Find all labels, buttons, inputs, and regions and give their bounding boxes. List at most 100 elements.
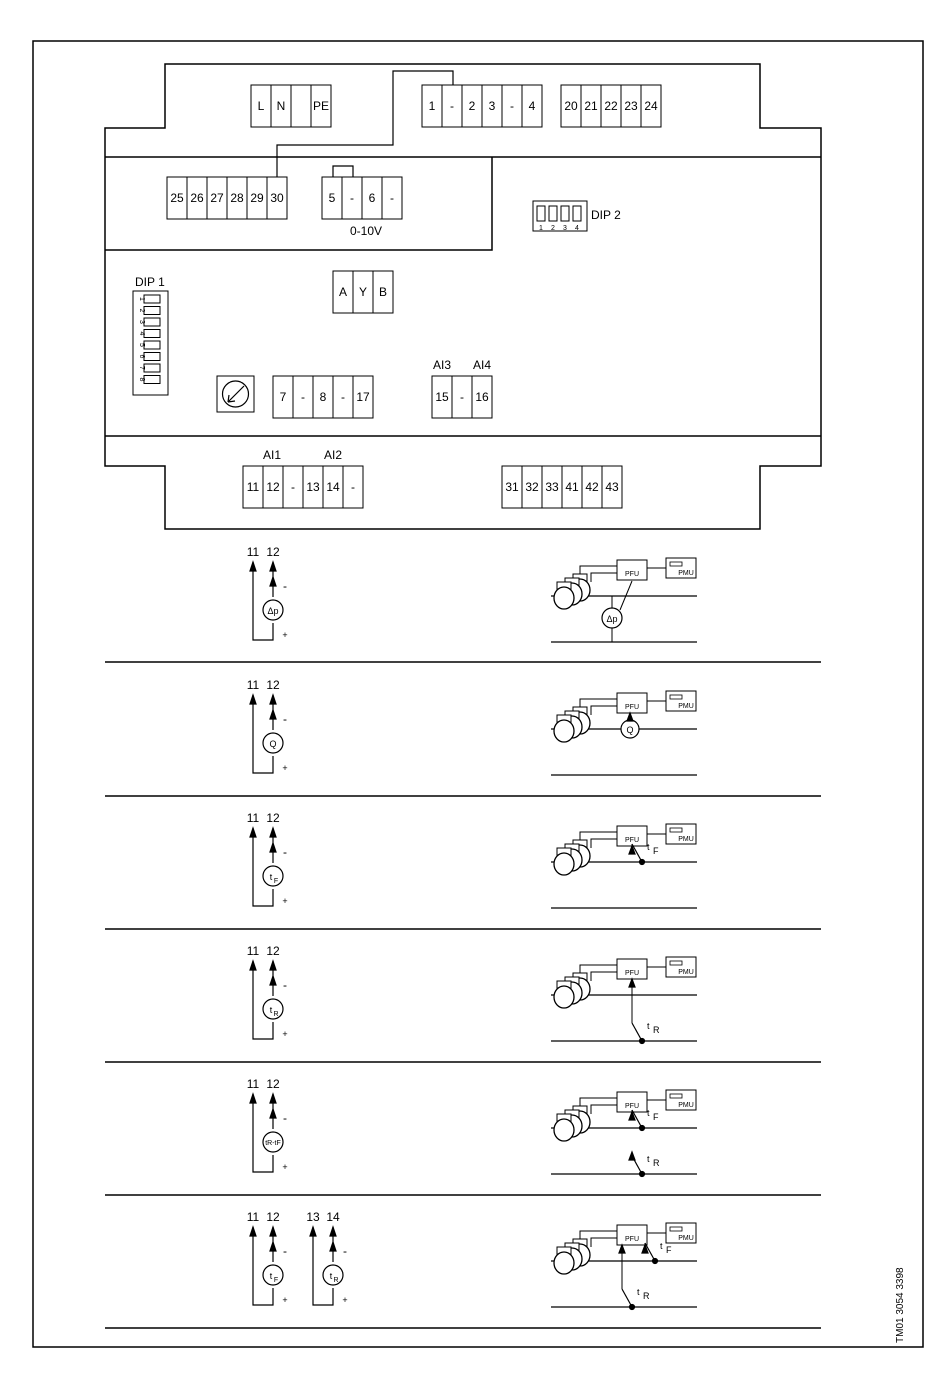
terminal-terminals-7-17-1: - <box>301 390 305 404</box>
label-0-10v: 0-10V <box>350 224 382 238</box>
section-2-loop-plus: + <box>282 763 287 773</box>
terminal-terminals-11-14-0: 11 <box>247 480 260 494</box>
section-1-dp: Δp <box>606 614 617 624</box>
section-5-loop-term-b: 12 <box>266 1077 280 1091</box>
terminal-terminals-11-14-3: 13 <box>306 480 320 494</box>
terminal-terminals-31-43-4: 42 <box>585 480 599 494</box>
terminal-terminals-11-14-2: - <box>291 480 295 494</box>
page-frame <box>32 40 924 1348</box>
section-dividers <box>105 661 821 1329</box>
section-3-tf-t: t <box>647 842 650 852</box>
controller-housing <box>104 63 822 530</box>
terminal-terminals-7-17-3: - <box>341 390 345 404</box>
section-2-loop-term-b: 12 <box>266 678 280 692</box>
section-6-loop-2-sym-t: t <box>330 1271 333 1281</box>
section-6-loop-2-minus: - <box>343 1244 347 1258</box>
terminal-terminals-ayb-0: A <box>339 285 347 299</box>
terminal-terminals-1-4-1: - <box>450 99 454 113</box>
dip1-number-6: 6 <box>138 355 145 359</box>
terminal-terminals-25-30-3: 28 <box>230 191 244 205</box>
section-4-tr-t: t <box>647 1021 650 1031</box>
terminal-terminals-15-16-2: 16 <box>475 390 489 404</box>
section-3-loop-term-a: 11 <box>247 811 260 825</box>
terminal-terminals-1-4-3: 3 <box>489 99 496 113</box>
dip1-label: DIP 1 <box>135 275 165 289</box>
dip1-number-5: 5 <box>138 343 145 347</box>
section-1-loop-minus: - <box>283 579 287 593</box>
ai2-label: AI2 <box>324 448 342 462</box>
terminal-terminals-5-6-0: 5 <box>329 191 336 205</box>
section-5-pmu: PMU <box>678 1102 694 1109</box>
section-2-loop-sym: Q <box>269 739 276 749</box>
dip2-number-3: 3 <box>563 225 567 232</box>
section-1-pmu: PMU <box>678 570 694 577</box>
section-5-loop-plus: + <box>282 1162 287 1172</box>
section-5-loop-sym: tR-tF <box>265 1140 281 1147</box>
section-2-pmu: PMU <box>678 703 694 710</box>
terminal-terminals-7-17-0: 7 <box>280 390 287 404</box>
terminal-terminals-25-30-0: 25 <box>170 191 184 205</box>
ai1-label: AI1 <box>263 448 281 462</box>
terminal-terminals-20-24-1: 21 <box>584 99 598 113</box>
ai4-label: AI4 <box>473 358 491 372</box>
terminal-terminals-5-6-2: 6 <box>369 191 376 205</box>
section-3-loop-sym-sub: F <box>274 878 278 885</box>
section-6-loop-1-sym-sub: F <box>274 1277 278 1284</box>
dip2-number-4: 4 <box>575 225 579 232</box>
terminal-terminals-1-4-4: - <box>510 99 514 113</box>
terminal-terminals-31-43-5: 43 <box>605 480 619 494</box>
dip2-switch: 1 2 3 4 <box>532 200 588 232</box>
terminal-terminals-11-14-1: 12 <box>266 480 280 494</box>
section-6-loop-1-sym-t: t <box>270 1271 273 1281</box>
section-6-loop-2-term-a: 13 <box>306 1210 320 1224</box>
section-6-tf-sub: F <box>666 1245 672 1255</box>
terminal-terminals-25-30-5: 30 <box>270 191 284 205</box>
section-5-tf-sub: F <box>653 1112 659 1122</box>
terminal-terminals-25-30-1: 26 <box>190 191 204 205</box>
terminal-terminals-31-43-0: 31 <box>505 480 519 494</box>
section-4-loop-term-a: 11 <box>247 944 260 958</box>
terminal-terminals-power-3: PE <box>313 99 329 113</box>
terminal-terminals-25-30-2: 27 <box>210 191 224 205</box>
terminal-terminals-ayb-2: B <box>379 285 387 299</box>
section-3-loop-term-b: 12 <box>266 811 280 825</box>
section-5-tr-sub: R <box>653 1158 660 1168</box>
section-6-loop-2-term-b: 14 <box>326 1210 340 1224</box>
section-1-loop-term-b: 12 <box>266 545 280 559</box>
section-3-loop-plus: + <box>282 896 287 906</box>
terminal-terminals-power-1: N <box>277 99 286 113</box>
terminal-terminals-20-24-3: 23 <box>624 99 638 113</box>
section-5-loop-minus: - <box>283 1111 287 1125</box>
terminal-terminals-15-16-0: 15 <box>435 390 449 404</box>
section-3-loop-minus: - <box>283 845 287 859</box>
section-6-loop-1-minus: - <box>283 1244 287 1258</box>
dip2-number-2: 2 <box>551 225 555 232</box>
section-6-loop-1-term-a: 11 <box>247 1210 260 1224</box>
terminal-terminals-1-4-0: 1 <box>429 99 436 113</box>
terminal-terminals-1-4-5: 4 <box>529 99 536 113</box>
terminal-terminals-11-14-4: 14 <box>326 480 340 494</box>
ai3-label: AI3 <box>433 358 451 372</box>
section-6-pmu: PMU <box>678 1235 694 1242</box>
terminal-terminals-15-16-1: - <box>460 390 464 404</box>
section-1-loop-sym: Δp <box>267 606 278 616</box>
section-4-loop-sym-sub: R <box>273 1011 278 1018</box>
section-1-loop-plus: + <box>282 630 287 640</box>
